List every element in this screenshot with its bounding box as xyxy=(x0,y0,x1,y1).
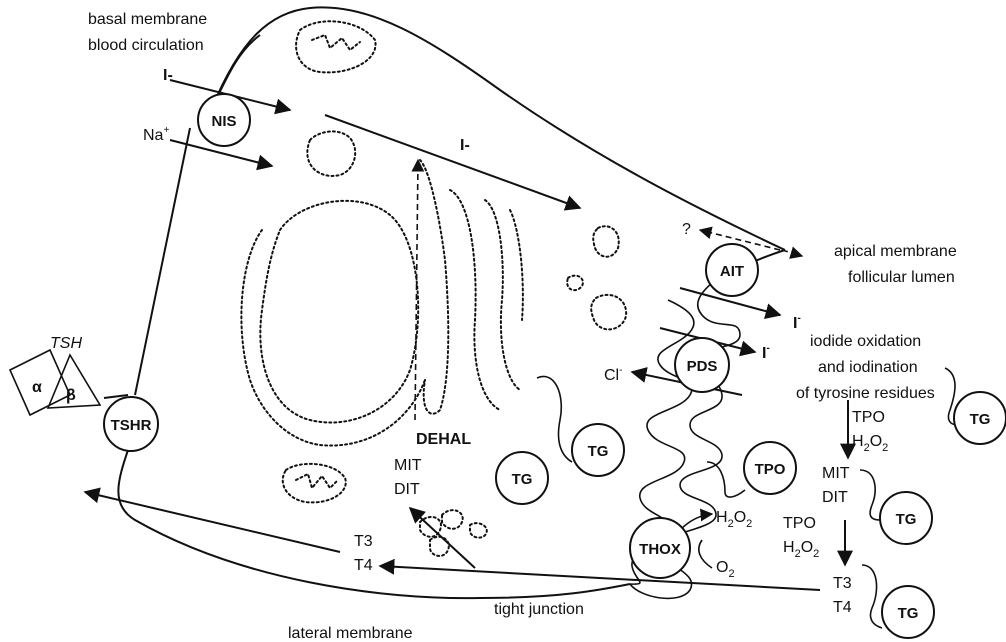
er-outer xyxy=(241,230,425,446)
label-iodide-pds: I- xyxy=(762,343,770,362)
label-blood-circulation: blood circulation xyxy=(88,37,204,54)
mitochondrion-top xyxy=(296,21,375,72)
label-t4-left: T4 xyxy=(354,557,373,574)
tg-tether-1 xyxy=(537,376,572,462)
label-chloride: Cl- xyxy=(604,365,622,384)
label-question: ? xyxy=(682,221,691,238)
label-t3-left: T3 xyxy=(354,533,373,550)
svg-text:PDS: PDS xyxy=(687,358,718,375)
label-beta: β xyxy=(66,387,76,404)
golgi-4 xyxy=(510,210,523,320)
mitochondrion-top-inner xyxy=(312,35,360,50)
svg-text:NIS: NIS xyxy=(211,113,236,130)
golgi-2 xyxy=(450,190,500,410)
label-tpo-2: TPO xyxy=(783,515,816,532)
pds-node: PDS xyxy=(675,338,729,392)
label-apical-membrane: apical membrane xyxy=(834,243,957,260)
svg-text:TG: TG xyxy=(898,605,919,622)
label-t4-right: T4 xyxy=(833,599,852,616)
mitochondrion-bottom xyxy=(283,464,346,503)
label-follicular-lumen: follicular lumen xyxy=(848,269,955,286)
label-dehal: DEHAL xyxy=(416,431,471,448)
thox-h2o2-arrow xyxy=(680,514,712,530)
tg-node-cell-2: TG xyxy=(496,452,548,504)
svg-text:TPO: TPO xyxy=(755,461,786,478)
label-tpo-1: TPO xyxy=(852,409,885,426)
label-iodide-oxidation-1: iodide oxidation xyxy=(810,333,921,350)
label-mit-left: MIT xyxy=(394,457,422,474)
dehal-recycle-arrow xyxy=(415,160,418,420)
tg-lumen-tether-3 xyxy=(862,565,882,628)
vesicle-4 xyxy=(591,295,626,329)
label-lateral-membrane: lateral membrane xyxy=(288,625,413,642)
tg-node-cell-1: TG xyxy=(572,424,624,476)
label-mit-right: MIT xyxy=(822,465,850,482)
vesicle-3 xyxy=(567,276,583,291)
svg-text:TG: TG xyxy=(970,411,991,428)
label-sodium: Na+ xyxy=(143,125,169,144)
label-iodide-in: I- xyxy=(163,67,173,84)
label-tight-junction: tight junction xyxy=(494,601,584,618)
mitochondrion-bottom-inner xyxy=(296,474,338,488)
label-alpha: α xyxy=(32,379,42,396)
thox-node: THOX xyxy=(630,518,690,578)
svg-text:TSHR: TSHR xyxy=(111,417,152,434)
tg-node-lumen-2: TG xyxy=(880,492,932,544)
vesicle-1 xyxy=(307,131,355,176)
thox-o2-line xyxy=(699,540,712,568)
t3t4-release-arrow xyxy=(380,566,820,590)
label-dit-left: DIT xyxy=(394,481,420,498)
svg-text:TG: TG xyxy=(512,471,533,488)
label-iodide-ait: I- xyxy=(793,313,801,332)
ait-node: AIT xyxy=(706,244,758,296)
label-dit-right: DIT xyxy=(822,489,848,506)
tg-node-lumen-3: TG xyxy=(882,586,934,638)
svg-text:THOX: THOX xyxy=(639,541,681,558)
golgi-1 xyxy=(420,160,448,414)
label-iodide-oxidation-3: of tyrosine residues xyxy=(796,385,935,402)
golgi-3 xyxy=(485,200,520,390)
tg-node-lumen-1: TG xyxy=(954,392,1006,444)
nucleus-er xyxy=(260,201,418,423)
tpo-node: TPO xyxy=(744,442,796,494)
vesicle-2 xyxy=(593,226,619,256)
ait-efflux-dashed xyxy=(782,250,802,256)
nis-node: NIS xyxy=(198,94,250,146)
svg-text:AIT: AIT xyxy=(720,263,744,280)
label-tsh: TSH xyxy=(50,335,82,352)
label-basal-membrane: basal membrane xyxy=(88,11,207,28)
label-iodide-oxidation-2: and iodination xyxy=(818,359,918,376)
label-t3-right: T3 xyxy=(833,575,852,592)
label-h2o2-1: H2O2 xyxy=(852,433,888,454)
svg-text:TG: TG xyxy=(588,443,609,460)
label-iodide-cyto: I- xyxy=(460,137,470,154)
label-h2o2-thox: H2O2 xyxy=(716,509,752,530)
tshr-node: TSHR xyxy=(104,397,158,451)
label-o2-thox: O2 xyxy=(716,559,735,580)
iodide-transport-arrow xyxy=(325,115,580,208)
svg-text:TG: TG xyxy=(896,511,917,528)
label-h2o2-2: H2O2 xyxy=(783,539,819,560)
tg-lumen-tether-2 xyxy=(860,470,880,520)
